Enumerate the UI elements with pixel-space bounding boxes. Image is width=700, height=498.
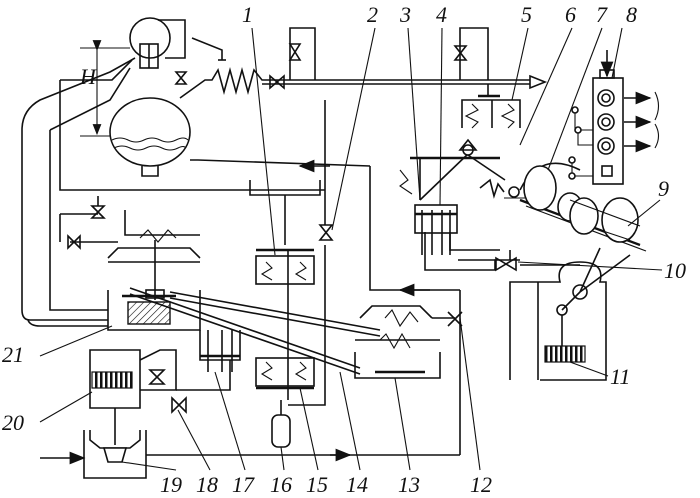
lower-left-unit <box>89 330 241 414</box>
pump-19 <box>40 408 460 479</box>
callout-11: 11 <box>610 364 630 389</box>
central-piston-1 <box>249 180 321 400</box>
upper-vessel <box>129 17 186 69</box>
callout-5: 5 <box>521 2 532 27</box>
callout-13: 13 <box>398 472 420 497</box>
callout-3: 3 <box>399 2 411 27</box>
callout-17: 17 <box>232 472 255 497</box>
lever-14 <box>129 287 381 375</box>
callout-12: 12 <box>470 472 492 497</box>
callout-14: 14 <box>346 472 368 497</box>
valve-10 <box>495 256 517 272</box>
callout-2: 2 <box>367 2 378 27</box>
callout-16: 16 <box>270 472 292 497</box>
callout-21: 21 <box>2 342 24 367</box>
callout-15: 15 <box>306 472 328 497</box>
callout-1: 1 <box>242 2 253 27</box>
callout-labels: 1 2 3 4 5 6 7 8 9 10 11 12 13 14 15 16 1… <box>2 2 686 497</box>
callout-7: 7 <box>596 2 608 27</box>
leader-lines <box>39 27 663 471</box>
steam-drum <box>109 97 191 177</box>
callout-4: 4 <box>436 2 447 27</box>
callout-20: 20 <box>2 410 24 435</box>
callout-18: 18 <box>196 472 218 497</box>
steam-regulator-5 <box>461 84 521 129</box>
callout-10: 10 <box>664 258 686 283</box>
height-label: H <box>79 64 97 89</box>
servomotor-block <box>414 204 520 271</box>
sensor-panel-8 <box>568 50 660 185</box>
drum-valve <box>174 71 188 85</box>
height-dimension: H <box>79 40 130 137</box>
regulator-13 <box>354 305 463 379</box>
callout-8: 8 <box>626 2 637 27</box>
vessel-16 <box>271 400 291 448</box>
oil-pump-11 <box>509 247 631 381</box>
lever-assembly <box>399 138 530 201</box>
governor <box>519 162 647 252</box>
callout-6: 6 <box>565 2 576 27</box>
main-steam-line <box>179 27 548 99</box>
piping <box>21 37 511 455</box>
callout-19: 19 <box>160 472 182 497</box>
callout-9: 9 <box>658 176 669 201</box>
